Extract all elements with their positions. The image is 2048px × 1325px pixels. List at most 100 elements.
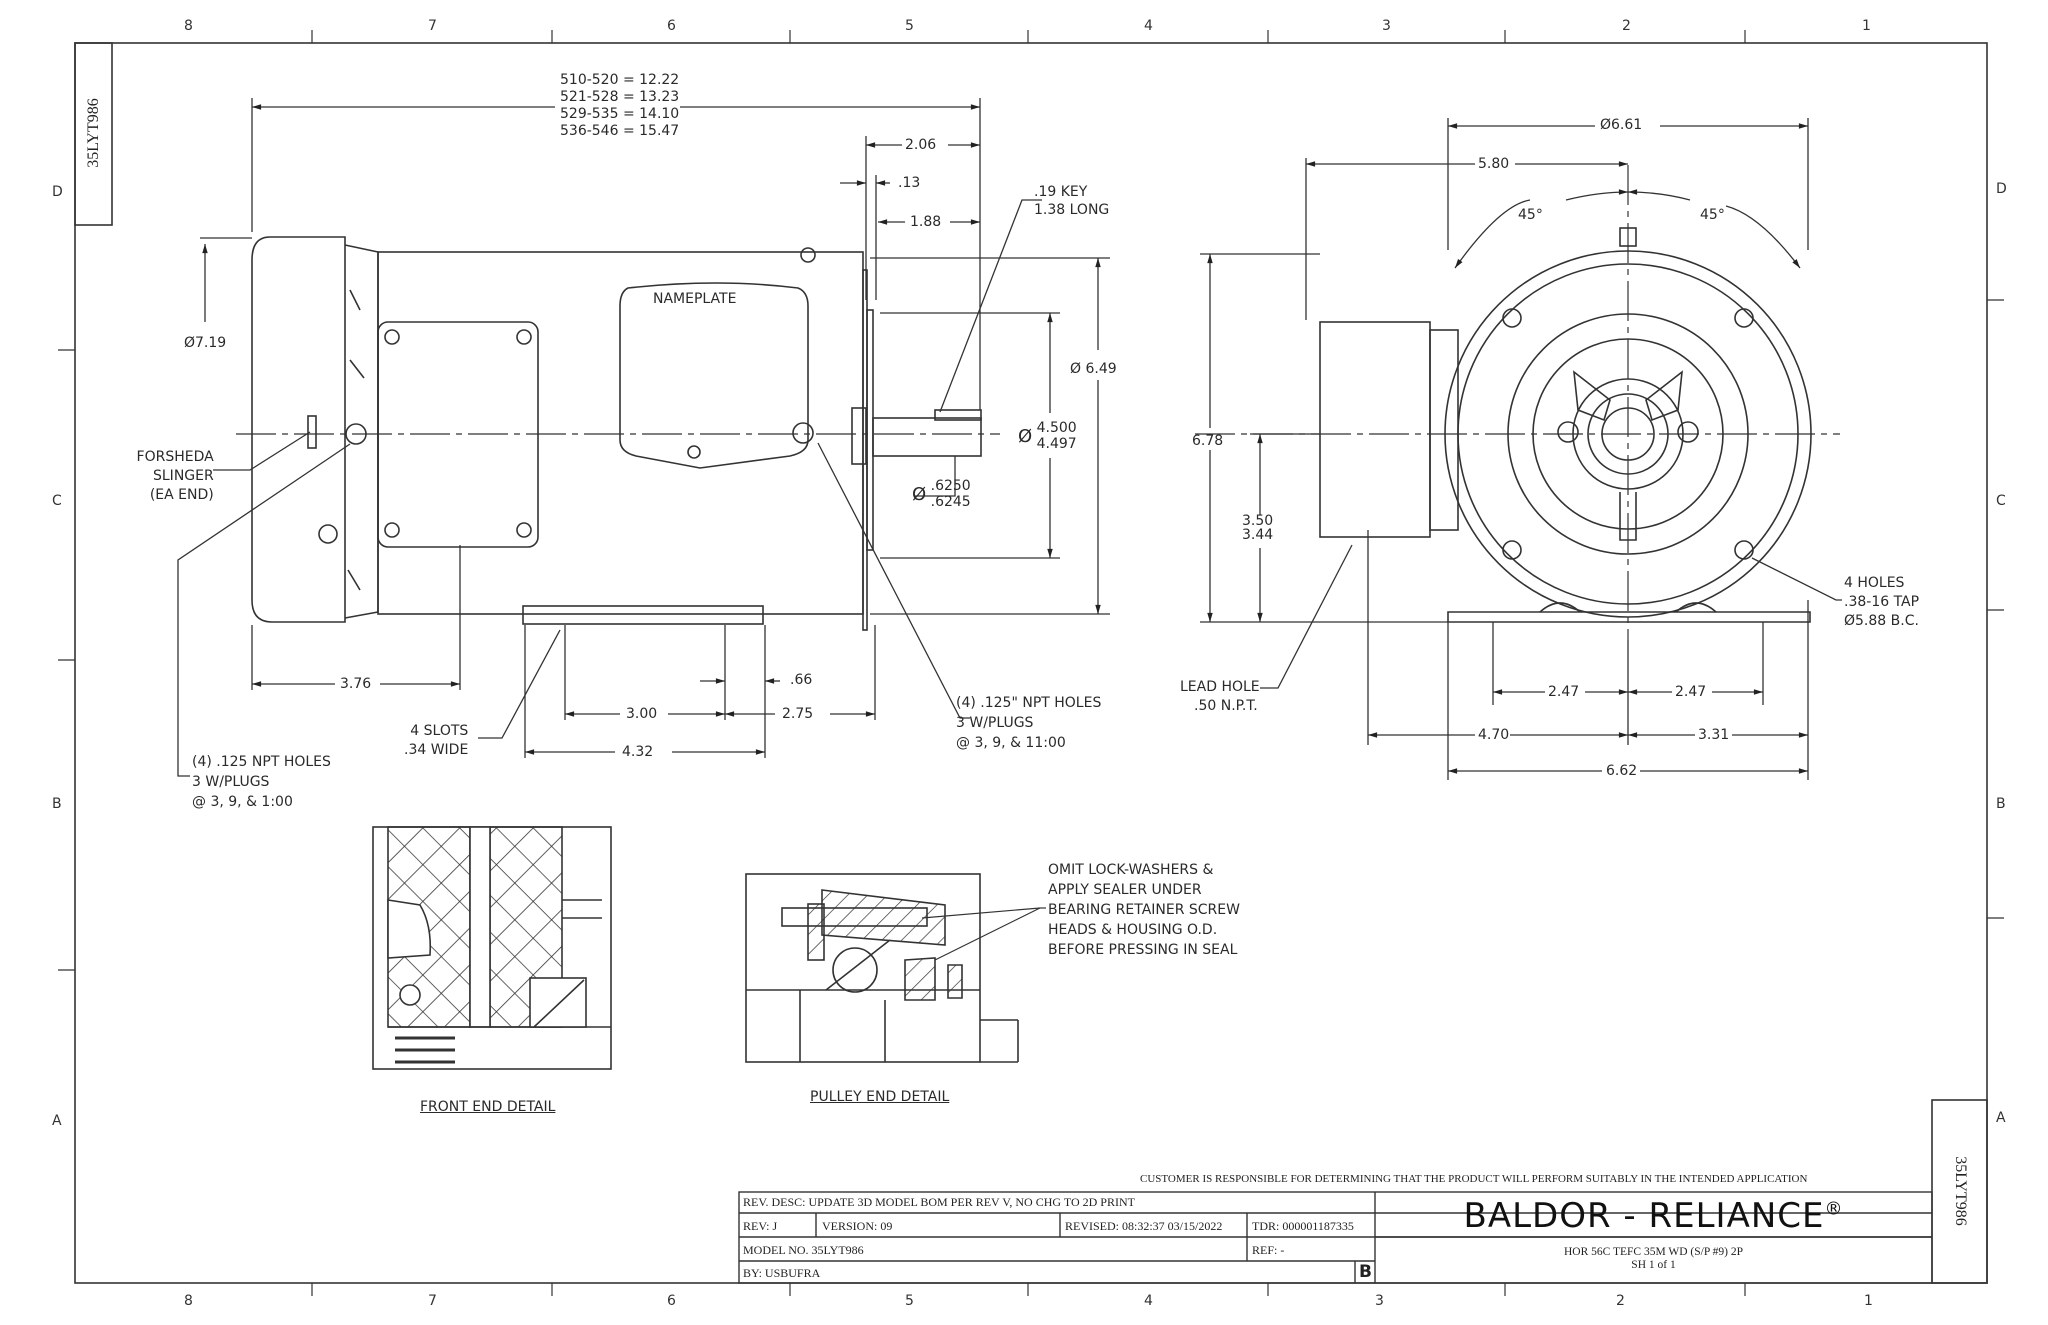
dim-0-13: .13: [898, 175, 921, 191]
lead-hole-note: LEAD HOLE .50 N.P.T.: [1180, 678, 1260, 716]
dim-pilot-dia: Ø 4.500 4.497: [1018, 420, 1077, 452]
note-line: BEARING RETAINER SCREW: [1048, 902, 1240, 918]
dim-dia-6-49: Ø 6.49: [1070, 361, 1117, 377]
zone-top-3: 3: [1382, 18, 1391, 34]
zone-bottom-7: 7: [428, 1293, 437, 1309]
registered-mark: ®: [1824, 1198, 1844, 1220]
zone-left-c: C: [52, 493, 62, 509]
shaft-height-max: 3.50: [1242, 513, 1274, 529]
disclaimer: CUSTOMER IS RESPONSIBLE FOR DETERMINING …: [1140, 1173, 1808, 1185]
note-line: @ 3, 9, & 1:00: [192, 794, 293, 810]
note-line: @ 3, 9, & 11:00: [956, 735, 1066, 751]
pilot-dia-lower: 4.497: [1036, 436, 1077, 452]
dim-3-76: 3.76: [340, 676, 372, 692]
front-end-detail-drawing: [372, 826, 612, 1070]
sheet-number: SH 1 of 1: [1631, 1259, 1676, 1271]
pulley-assembly-note: OMIT LOCK-WASHERS & APPLY SEALER UNDER B…: [1048, 860, 1240, 960]
zone-right-a: A: [1996, 1110, 2006, 1126]
note-line: BEFORE PRESSING IN SEAL: [1048, 942, 1238, 958]
note-line: OMIT LOCK-WASHERS &: [1048, 862, 1214, 878]
zone-bottom-5: 5: [905, 1293, 914, 1309]
company-logo: BALDOR - RELIANCE®: [1375, 1196, 1932, 1236]
rev-description: REV. DESC: UPDATE 3D MODEL BOM PER REV V…: [743, 1195, 1135, 1209]
dim-6-62: 6.62: [1606, 763, 1638, 779]
dim-2-06: 2.06: [905, 137, 937, 153]
zone-top-8: 8: [184, 18, 193, 34]
note-line: SLINGER: [153, 468, 214, 484]
dim-2-47-left: 2.47: [1548, 684, 1580, 700]
note-line: LEAD HOLE: [1180, 679, 1260, 695]
zone-right-b: B: [1996, 796, 2006, 812]
slinger-note: FORSHEDA SLINGER (EA END): [117, 448, 214, 505]
shaft-height-min: 3.44: [1242, 527, 1274, 543]
drawn-by: BY: USBUFRA: [743, 1266, 821, 1280]
note-line: (EA END): [149, 487, 214, 503]
dim-5-80: 5.80: [1478, 156, 1510, 172]
dim-2-47-right: 2.47: [1675, 684, 1707, 700]
sheet-size: B: [1359, 1262, 1372, 1282]
dim-2-75: 2.75: [782, 706, 814, 722]
dim-4-70: 4.70: [1478, 727, 1510, 743]
note-line: 4 SLOTS: [410, 723, 469, 739]
reference: REF: -: [1252, 1243, 1285, 1257]
zone-bottom-4: 4: [1144, 1293, 1153, 1309]
tdr-number: TDR: 000001187335: [1252, 1219, 1354, 1233]
zone-top-4: 4: [1144, 18, 1153, 34]
nameplate-label: NAMEPLATE: [653, 291, 737, 307]
zone-left-a: A: [52, 1113, 62, 1129]
length-row: 536-546 = 15.47: [560, 123, 680, 139]
zone-top-1: 1: [1862, 18, 1871, 34]
zone-top-5: 5: [905, 18, 914, 34]
npt-note-fan-end: (4) .125 NPT HOLES 3 W/PLUGS @ 3, 9, & 1…: [192, 752, 331, 812]
note-line: (4) .125 NPT HOLES: [192, 754, 331, 770]
pilot-dia-upper: 4.500: [1036, 420, 1077, 436]
drawing-number-bottom-right: 35LYT986: [1952, 1156, 1969, 1226]
motor-description: HOR 56C TEFC 35M WD (S/P #9) 2P: [1563, 1246, 1744, 1258]
dim-4-32: 4.32: [622, 744, 654, 760]
pulley-end-detail-label: PULLEY END DETAIL: [810, 1089, 950, 1105]
note-line: .38-16 TAP: [1844, 594, 1920, 610]
dia-symbol: Ø: [1018, 426, 1033, 447]
mounting-holes-note: 4 HOLES .38-16 TAP Ø5.88 B.C.: [1844, 574, 1919, 631]
zone-bottom-1: 1: [1864, 1293, 1873, 1309]
zone-bottom-6: 6: [667, 1293, 676, 1309]
zone-bottom-3: 3: [1375, 1293, 1384, 1309]
zone-left-d: D: [52, 184, 63, 200]
note-line: .50 N.P.T.: [1194, 698, 1258, 714]
dim-3-31: 3.31: [1698, 727, 1730, 743]
drawing-description: HOR 56C TEFC 35M WD (S/P #9) 2P SH 1 of …: [1375, 1246, 1932, 1272]
key-note: .19 KEY 1.38 LONG: [1034, 183, 1109, 219]
key-note-line: .19 KEY: [1034, 184, 1088, 200]
length-row: 510-520 = 12.22: [560, 72, 680, 88]
dim-3-00: 3.00: [626, 706, 658, 722]
note-line: APPLY SEALER UNDER: [1048, 882, 1202, 898]
angle-left: 45°: [1518, 207, 1543, 223]
note-line: .34 WIDE: [404, 742, 469, 758]
dim-shaft-height: 3.50 3.44: [1242, 514, 1273, 542]
zone-left-b: B: [52, 796, 62, 812]
revised-date: REVISED: 08:32:37 03/15/2022: [1065, 1219, 1223, 1233]
shaft-dia-lower: .6245: [930, 494, 971, 510]
drawing-number-top-left: 35LYT986: [85, 98, 102, 168]
title-block-lines: [738, 1191, 1933, 1284]
zone-right-c: C: [1996, 493, 2006, 509]
key-note-line: 1.38 LONG: [1034, 202, 1110, 218]
zone-bottom-8: 8: [184, 1293, 193, 1309]
revision: REV: J: [743, 1219, 778, 1233]
version: VERSION: 09: [822, 1219, 893, 1233]
angle-right: 45°: [1700, 207, 1725, 223]
dim-dia-7-19: Ø7.19: [184, 335, 227, 351]
dia-symbol: Ø: [912, 484, 927, 505]
zone-top-6: 6: [667, 18, 676, 34]
zone-top-2: 2: [1622, 18, 1631, 34]
dim-1-88: 1.88: [910, 214, 942, 230]
model-number: MODEL NO. 35LYT986: [743, 1243, 864, 1257]
shaft-dia-upper: .6250: [930, 478, 971, 494]
npt-note-pulley-end: (4) .125" NPT HOLES 3 W/PLUGS @ 3, 9, & …: [956, 693, 1101, 753]
note-line: 3 W/PLUGS: [192, 774, 270, 790]
dim-0-66: .66: [790, 672, 813, 688]
note-line: FORSHEDA: [136, 449, 214, 465]
length-row: 529-535 = 14.10: [560, 106, 680, 122]
dim-6-78: 6.78: [1192, 433, 1224, 449]
